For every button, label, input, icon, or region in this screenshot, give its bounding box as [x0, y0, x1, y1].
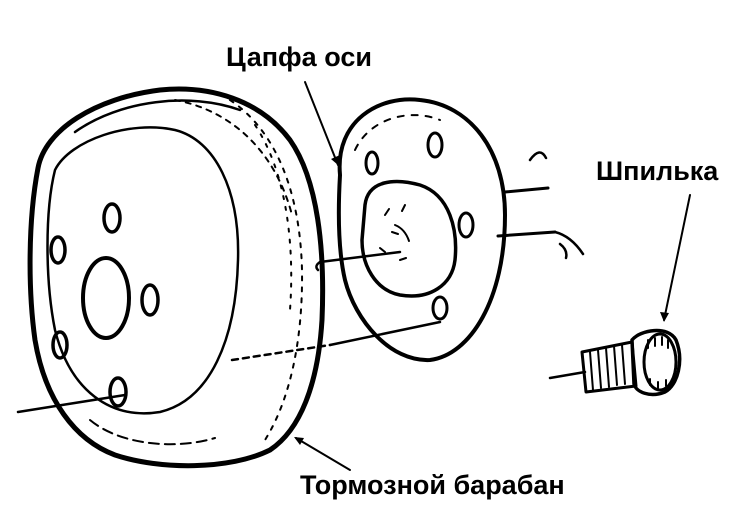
axle-leader-arrowhead	[331, 155, 340, 165]
axle-hub-icon	[315, 97, 585, 363]
stud-leader-arrowhead	[660, 312, 669, 322]
axle-journal-label: Цапфа оси	[226, 42, 372, 72]
drum-leader-arrowhead	[294, 437, 304, 445]
leader-lines	[294, 81, 691, 471]
wheel-stud-icon	[548, 328, 682, 397]
stud-label: Шпилька	[596, 156, 719, 186]
brake-drum-label: Тормозной барабан	[300, 470, 565, 500]
brake-drum-icon	[16, 86, 442, 469]
